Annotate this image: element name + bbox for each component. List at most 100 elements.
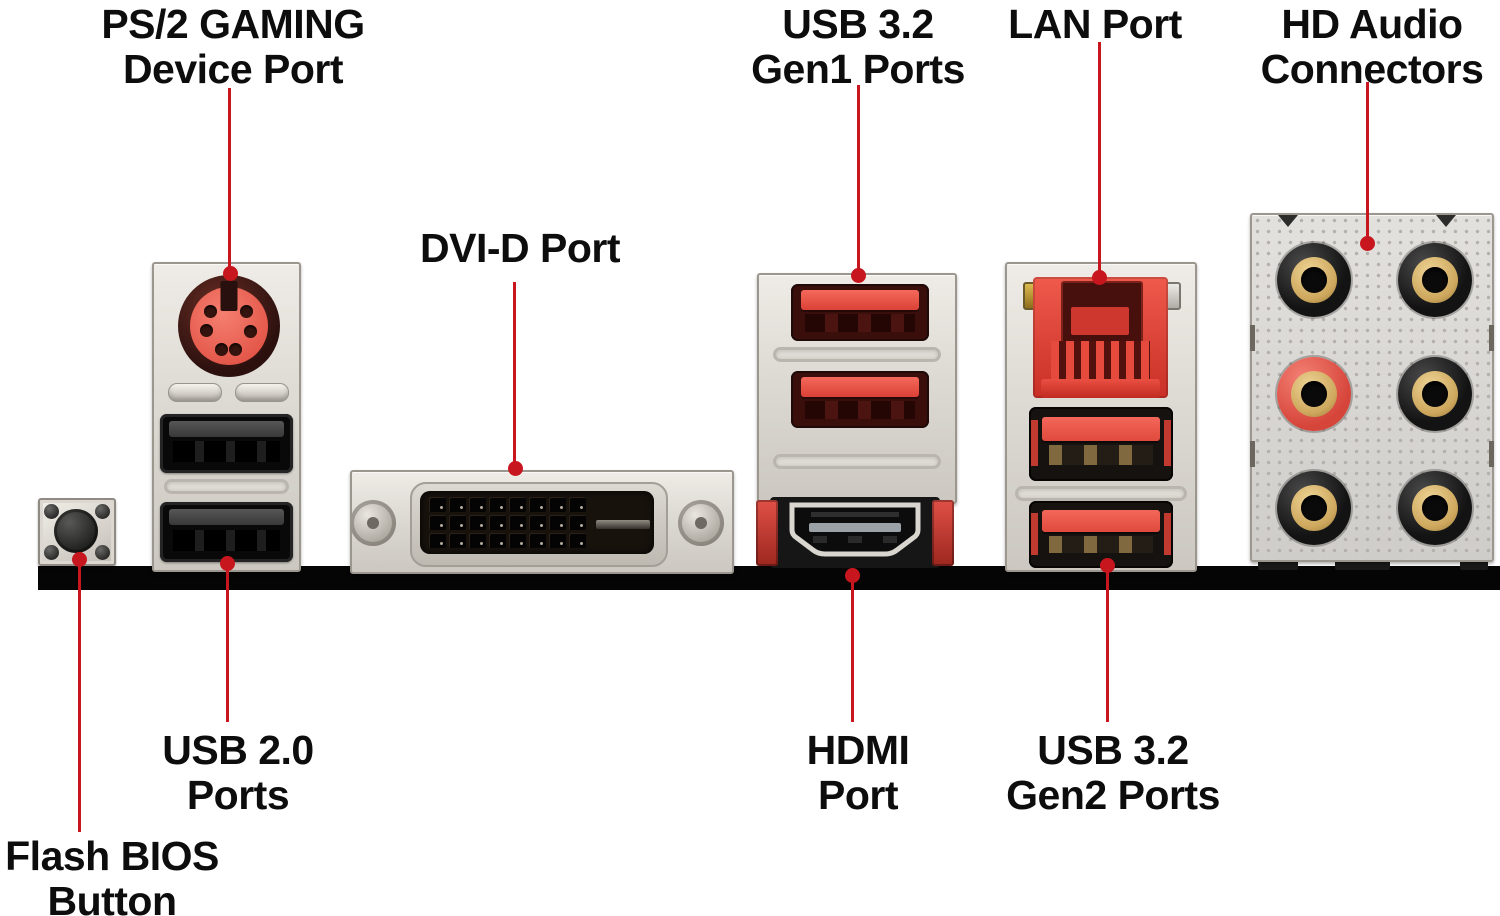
dvi-pin: [509, 497, 526, 512]
button-knob-icon: [54, 509, 98, 553]
callout-dot-audio: [1360, 236, 1375, 251]
label-flash-bios-button: Flash BIOS Button: [5, 834, 219, 916]
jack-ring: [1412, 485, 1458, 531]
ps2-face: [190, 281, 268, 365]
dvi-pin: [529, 515, 546, 530]
lan-cavity: [1061, 281, 1143, 343]
ps2-pin-hole: [200, 324, 213, 337]
dvi-pin: [509, 533, 526, 548]
plate-notch: [1436, 215, 1456, 227]
vent-slot: [235, 383, 289, 402]
usb-side-wall: [1031, 420, 1038, 467]
jack-ring: [1412, 371, 1458, 417]
label-line: Port: [817, 772, 898, 818]
dvi-pin: [549, 497, 566, 512]
label-line: PS/2 GAMING: [101, 1, 365, 47]
callout-line-dvi: [513, 282, 516, 468]
usb-tongue: [169, 421, 284, 437]
audio-jack-top-right: [1398, 243, 1472, 317]
dvi-pin: [509, 515, 526, 530]
dvi-pin: [469, 533, 486, 548]
label-line: Button: [47, 878, 177, 916]
dvi-pin: [529, 533, 546, 548]
dvi-connector: [410, 482, 668, 567]
jack-ring: [1412, 257, 1458, 303]
label-line: Gen1 Ports: [751, 46, 965, 92]
callout-line-hdmi: [851, 574, 854, 722]
usb-gen2-port-2: [1029, 501, 1173, 568]
label-line: USB 2.0: [162, 727, 314, 773]
usb-tongue: [1041, 509, 1161, 532]
usb-gen1-port-1: [791, 284, 929, 341]
usb-contacts: [1049, 535, 1153, 554]
label-hd-audio-connectors: HD Audio Connectors: [1261, 2, 1484, 92]
divider-pill: [773, 347, 941, 362]
callout-dot-usb-gen2: [1100, 558, 1115, 573]
jack-hole: [1422, 495, 1448, 521]
dvi-pin: [569, 533, 586, 548]
dvi-pin-grid: [429, 497, 586, 548]
label-line: Device Port: [122, 46, 344, 92]
divider-pill: [773, 454, 941, 469]
callout-line-usb20: [226, 562, 229, 722]
ps2-pin-hole: [229, 343, 242, 356]
label-usb-32-gen2-ports: USB 3.2 Gen2 Ports: [1006, 728, 1220, 818]
label-line: LAN Port: [1008, 1, 1182, 47]
callout-line-ps2: [228, 88, 231, 273]
dvi-pin: [429, 533, 446, 548]
callout-line-lan: [1098, 42, 1101, 278]
callout-dot-ps2: [223, 266, 238, 281]
lan-port: [1033, 277, 1168, 398]
ps2-port-icon: [178, 275, 280, 377]
hdmi-clip-left: [756, 500, 778, 566]
label-line: USB 3.2: [1037, 727, 1189, 773]
usb-contacts: [804, 400, 916, 419]
dvi-pin: [489, 515, 506, 530]
lan-contact-comb: [1051, 341, 1150, 379]
label-line: Ports: [186, 772, 290, 818]
hdmi-clip-right: [932, 500, 954, 566]
ps2-pin-hole: [244, 325, 257, 338]
callout-line-bios: [78, 558, 81, 832]
dvi-cavity: [420, 491, 654, 554]
label-dvi-d-port: DVI-D Port: [420, 225, 621, 271]
label-line: Connectors: [1260, 46, 1484, 92]
callout-dot-bios: [72, 552, 87, 567]
screw-post-icon: [350, 500, 396, 546]
dvi-pin: [469, 515, 486, 530]
audio-jack-mid-right: [1398, 357, 1472, 431]
callout-dot-usb20: [220, 556, 235, 571]
dvi-pin: [569, 515, 586, 530]
jack-hole: [1422, 381, 1448, 407]
hd-audio-block: [1250, 213, 1494, 562]
label-line: HDMI: [806, 727, 910, 773]
callout-line-usb-gen1: [857, 85, 860, 275]
usb-side-wall: [1164, 420, 1171, 467]
dvi-pin: [449, 533, 466, 548]
ps2-key-notch: [220, 281, 238, 311]
audio-jack-mic-red: [1277, 357, 1351, 431]
callout-dot-dvi: [508, 461, 523, 476]
dvi-blade-slot: [596, 520, 650, 529]
dvi-pin: [489, 497, 506, 512]
lan-plug: [1071, 307, 1129, 335]
jack-hole: [1301, 267, 1327, 293]
lan-usb-gen2-block: [1005, 262, 1197, 572]
plate-notch: [1278, 215, 1298, 227]
jack-ring: [1291, 485, 1337, 531]
label-line: Gen2 Ports: [1006, 772, 1220, 818]
plate-slot: [1250, 325, 1255, 351]
divider-pill: [1015, 486, 1187, 501]
callout-line-usb-gen2: [1106, 564, 1109, 722]
label-line: DVI-D Port: [420, 225, 621, 271]
usb-gen1-port-2: [791, 371, 929, 428]
plate-slot: [1489, 325, 1494, 351]
button-pin-icon: [44, 504, 59, 519]
usb-gen1-block: [757, 273, 957, 504]
plate-slot: [1250, 441, 1255, 467]
vent-slot: [168, 383, 222, 402]
ps2-pin-hole: [215, 343, 228, 356]
usb-tongue: [800, 289, 920, 311]
dvi-d-port: [350, 470, 734, 574]
